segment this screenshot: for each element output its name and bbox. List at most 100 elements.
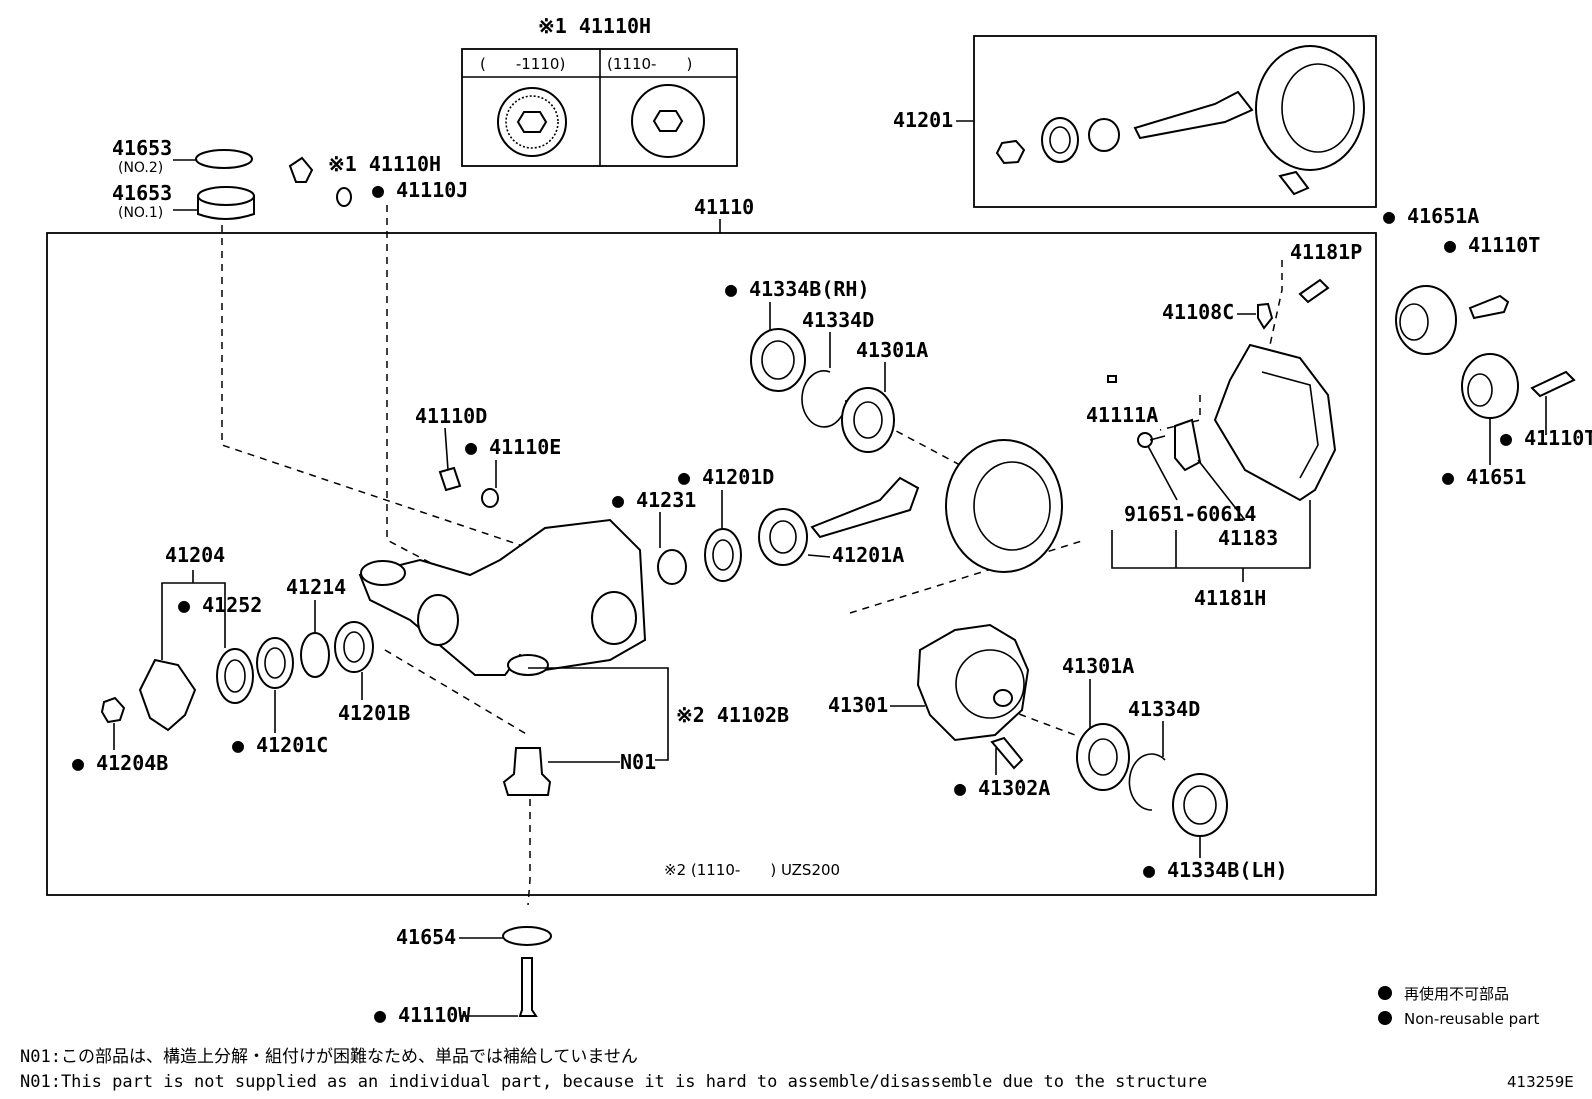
gasket-41110j-icon — [336, 187, 352, 207]
label-41252: ● 41252 — [178, 593, 262, 617]
label-41334b-lh: ● 41334B(LH) — [1143, 858, 1288, 882]
stopper-41654-icon — [502, 926, 552, 946]
dashed-guides — [221, 205, 1283, 906]
rear-cover-41183-icon — [1213, 343, 1337, 502]
plate-41181h-icon — [1174, 418, 1202, 472]
seal-variant-new — [631, 84, 705, 158]
mount-41651-icon — [1461, 353, 1519, 419]
side-bearing-b-icon — [1076, 723, 1130, 791]
companion-flange-icon — [138, 658, 197, 732]
label-41201d: ● 41201D — [678, 465, 774, 489]
label-41651: ● 41651 — [1442, 465, 1526, 489]
bottom-middle-parts: ※2 41102B N01 ※2 (1110- ) UZS200 41654 ●… — [374, 667, 840, 1027]
oil-seal-lh-icon — [1172, 773, 1228, 837]
gasket-41110e-icon — [481, 488, 499, 508]
label-41183: 41183 — [1218, 526, 1278, 550]
ring-gear-icon — [1255, 45, 1365, 171]
inset-41110h: ※1 41110H ( -1110) (1110- ) — [461, 14, 738, 167]
note-en: N01:This part is not supplied as an indi… — [20, 1072, 1207, 1092]
mount-stud-icon — [502, 747, 552, 796]
inset-right-header: (1110- ) — [607, 55, 692, 73]
label-41334d-b: 41334D — [1128, 697, 1200, 721]
label-41181p: 41181P — [1290, 240, 1362, 264]
oil-seal-rh-icon — [750, 328, 806, 392]
inset-left-header: ( -1110) — [480, 55, 565, 73]
label-41301: 41301 — [828, 693, 888, 717]
ring-pinion-box: 41201 — [893, 35, 1377, 208]
label-41214: 41214 — [286, 575, 346, 599]
washer-no2-icon — [195, 149, 253, 169]
upper-side-bearings: ● 41334B(RH) 41334D 41301A — [725, 277, 1063, 573]
label-41110: 41110 — [694, 195, 754, 219]
label-41102b: ※2 41102B — [676, 703, 789, 727]
label-41654: 41654 — [396, 925, 456, 949]
bolt-41181p-icon — [1298, 278, 1330, 304]
bolt-41302a-icon — [990, 736, 1024, 770]
oil-seal-41252-icon — [216, 648, 254, 704]
label-41204b: ● 41204B — [72, 751, 168, 775]
label-41334d-a: 41334D — [802, 308, 874, 332]
right-side-parts: ● 41651A ● 41110T 41181P 41108C ● 41110T… — [1086, 204, 1592, 610]
bearing-41201c-icon — [256, 637, 294, 689]
main-assembly-frame — [46, 232, 1377, 896]
legend-jp: 再使用不可部品 — [1404, 985, 1509, 1003]
mount-41651a-icon — [1395, 285, 1457, 355]
drive-pinion-main-icon — [810, 476, 920, 539]
label-41653-no2: 41653 — [112, 136, 172, 160]
footnote-2: ※2 (1110- ) UZS200 — [664, 861, 840, 879]
bolt-41110w-icon — [518, 957, 538, 1017]
breather-icon — [1257, 302, 1274, 330]
snap-ring-b-icon — [1128, 753, 1166, 811]
label-41110w: ● 41110W — [374, 1003, 471, 1027]
label-41301a-a: 41301A — [856, 338, 928, 362]
ring-gear-main-icon — [945, 439, 1063, 573]
label-41110h: ※1 41110H — [328, 152, 441, 176]
note-jp: N01:この部品は、構造上分解・組付けが困難なため、単品では補給していません — [20, 1047, 638, 1067]
differential-case-icon — [916, 623, 1030, 742]
legend-dot-en — [1378, 1011, 1392, 1025]
left-flange-group: 41204 ● 41252 ● 41204B 41214 ● 41201C 41… — [72, 543, 410, 775]
label-41653-no1: 41653 — [112, 181, 172, 205]
legend-dot-jp — [1378, 986, 1392, 1000]
label-no1: (NO.1) — [118, 205, 163, 221]
label-41110e: ● 41110E — [465, 435, 561, 459]
label-41651a: ● 41651A — [1383, 204, 1479, 228]
label-41204: 41204 — [165, 543, 225, 567]
differential-case-group: 41301 ● 41302A 41301A 41334D ● 41334B(LH… — [828, 623, 1288, 882]
label-41110d: 41110D — [415, 404, 487, 428]
pinion-nut-icon — [995, 139, 1026, 165]
legend: 再使用不可部品 Non-reusable part — [1378, 985, 1539, 1028]
drive-pinion-icon — [1133, 90, 1254, 140]
oil-slinger-icon — [300, 632, 330, 678]
bolt-41110t-a-icon — [1468, 294, 1510, 320]
ring-bolt-icon — [1278, 170, 1310, 196]
label-41201: 41201 — [893, 108, 953, 132]
figure-id: 413259E — [1507, 1073, 1574, 1091]
bolt-41110t-b-icon — [1530, 370, 1576, 398]
washer-41231-icon — [657, 549, 687, 585]
flange-nut-icon — [100, 696, 126, 724]
collar-icon — [1088, 118, 1120, 152]
plate-41111a-icon — [1107, 375, 1117, 383]
spacer-41201d-icon — [704, 528, 742, 582]
label-41231: ● 41231 — [612, 488, 696, 512]
label-41111a: 41111A — [1086, 403, 1158, 427]
side-bearing-a-icon — [841, 387, 895, 453]
label-91651-60614: 91651-60614 — [1124, 502, 1256, 526]
label-41201b: 41201B — [338, 701, 410, 725]
legend-en: Non-reusable part — [1404, 1010, 1539, 1028]
inset-title: ※1 41110H — [538, 14, 651, 38]
label-41181h: 41181H — [1194, 586, 1266, 610]
plug-41110d-icon — [438, 466, 462, 492]
screw-91651-icon — [1137, 432, 1153, 448]
plug-41110h-icon — [288, 156, 314, 183]
label-41110t-b: ● 41110T — [1500, 426, 1592, 450]
label-41110t-a: ● 41110T — [1444, 233, 1540, 257]
label-41301a-b: 41301A — [1062, 654, 1134, 678]
bearing-41201a-icon — [758, 508, 808, 566]
top-left-parts: 41653 (NO.2) 41653 (NO.1) ※1 41110H ● 41… — [112, 136, 468, 221]
label-41110j: ● 41110J — [372, 178, 468, 202]
seal-variant-old — [497, 87, 567, 157]
label-n01: N01 — [620, 750, 656, 774]
